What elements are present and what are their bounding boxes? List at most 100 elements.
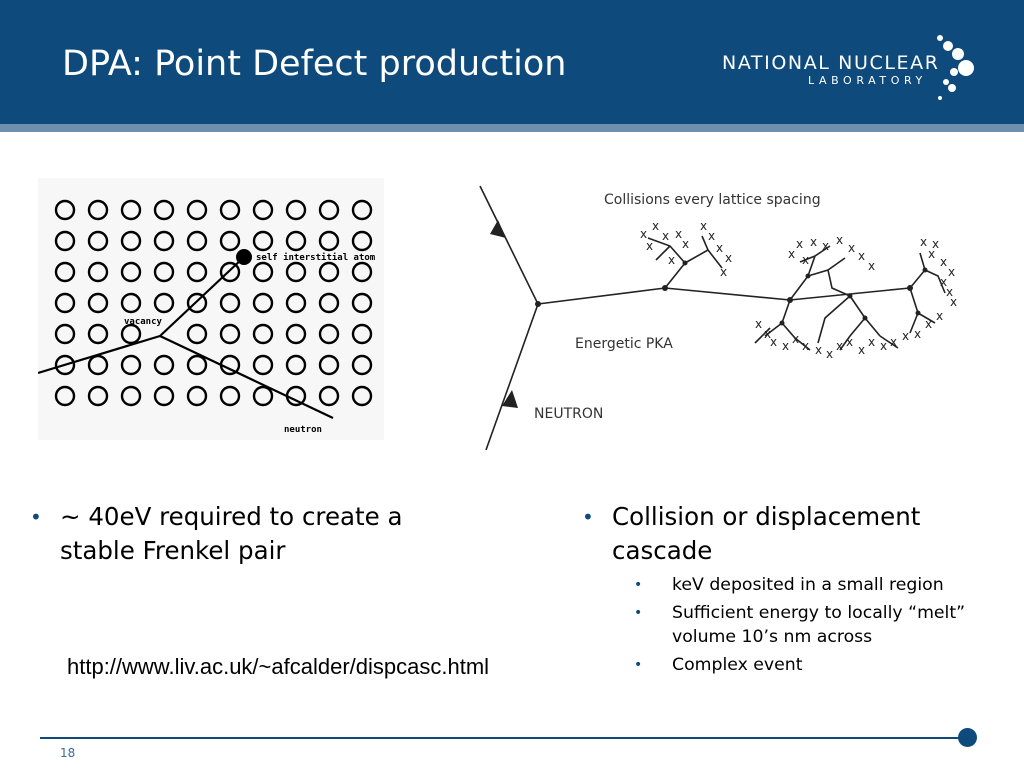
lattice-atom bbox=[219, 292, 241, 314]
lattice-atom bbox=[120, 323, 142, 345]
lattice-atom bbox=[318, 199, 340, 221]
displaced-atom-mark: x bbox=[720, 265, 727, 279]
displaced-atom-mark: x bbox=[940, 255, 947, 269]
lattice-atom bbox=[219, 261, 241, 283]
lattice-atom bbox=[252, 292, 274, 314]
lattice-atom bbox=[219, 199, 241, 221]
displaced-atom-mark: x bbox=[848, 241, 855, 255]
displaced-atom-mark: x bbox=[764, 327, 771, 341]
lattice-atom bbox=[252, 230, 274, 252]
displaced-atom-mark: x bbox=[652, 219, 659, 233]
lattice-atom bbox=[54, 323, 76, 345]
displaced-atom-mark: x bbox=[880, 339, 887, 353]
lattice-atom bbox=[186, 323, 208, 345]
bullet-item: ~ 40eV required to create a stable Frenk… bbox=[30, 500, 480, 568]
displaced-atom-mark: x bbox=[796, 237, 803, 251]
slide-title: DPA: Point Defect production bbox=[62, 44, 567, 84]
lattice-atom bbox=[120, 354, 142, 376]
lattice-atom bbox=[285, 199, 307, 221]
displaced-atom-mark: x bbox=[826, 347, 833, 361]
displaced-atom-mark: x bbox=[914, 327, 921, 341]
lattice-atom bbox=[120, 199, 142, 221]
lattice-atom bbox=[186, 199, 208, 221]
footer-dot bbox=[958, 728, 977, 747]
displaced-atom-mark: x bbox=[822, 239, 829, 253]
sub-bullet-item: keV deposited in a small region bbox=[582, 573, 1002, 597]
lattice-atom bbox=[252, 199, 274, 221]
neutron-path-out bbox=[159, 335, 334, 419]
lattice-atom bbox=[153, 261, 175, 283]
lattice-atom bbox=[252, 323, 274, 345]
lattice-atom bbox=[87, 354, 109, 376]
lattice-atom bbox=[87, 261, 109, 283]
lattice-atom bbox=[351, 354, 373, 376]
lattice-atom bbox=[351, 199, 373, 221]
neutron-track bbox=[479, 185, 539, 451]
lattice-atom bbox=[351, 230, 373, 252]
displaced-atom-mark: x bbox=[782, 339, 789, 353]
lattice-atom bbox=[153, 199, 175, 221]
displaced-atom-mark: x bbox=[755, 317, 762, 331]
lattice-atom bbox=[285, 230, 307, 252]
label-collisions: Collisions every lattice spacing bbox=[604, 192, 821, 208]
lattice-atom bbox=[252, 261, 274, 283]
displaced-atom-mark: x bbox=[946, 285, 953, 299]
lattice-atom bbox=[87, 292, 109, 314]
lattice-atom bbox=[219, 385, 241, 407]
lattice-atom bbox=[186, 385, 208, 407]
slide-header bbox=[0, 0, 1024, 124]
lattice-atom bbox=[54, 354, 76, 376]
sub-bullet-list: keV deposited in a small region Sufficie… bbox=[582, 573, 1002, 677]
lattice-atom bbox=[285, 261, 307, 283]
bullet-item: Collision or displacement cascade bbox=[582, 500, 1002, 568]
lattice-atom bbox=[318, 261, 340, 283]
lattice-defect-diagram: self interstitial atom vacancy neutron bbox=[37, 178, 384, 440]
branch-1 bbox=[647, 237, 687, 289]
displaced-atom-mark: x bbox=[770, 335, 777, 349]
label-neutron-left: neutron bbox=[284, 425, 322, 435]
displaced-atom-mark: x bbox=[868, 259, 875, 273]
displaced-atom-mark: x bbox=[716, 241, 723, 255]
lattice-atom bbox=[351, 261, 373, 283]
displaced-atom-mark: x bbox=[950, 295, 957, 309]
displaced-atom-mark: x bbox=[868, 335, 875, 349]
displaced-atom-mark: x bbox=[700, 219, 707, 233]
sub-bullet-item: Sufficient energy to locally “melt” volu… bbox=[582, 601, 1002, 649]
logo-text-line1: NATIONAL NUCLEAR bbox=[722, 52, 940, 74]
displaced-atom-mark: x bbox=[925, 317, 932, 331]
lattice-atom bbox=[318, 385, 340, 407]
left-text-column: ~ 40eV required to create a stable Frenk… bbox=[30, 500, 480, 568]
displaced-atom-mark: x bbox=[810, 235, 817, 249]
displaced-atom-mark: x bbox=[682, 237, 689, 251]
neutron-arrow-icon bbox=[490, 220, 506, 238]
logo-dots-icon bbox=[937, 35, 974, 100]
lattice-atom bbox=[87, 323, 109, 345]
lattice-atom bbox=[120, 292, 142, 314]
displaced-atom-mark: x bbox=[725, 251, 732, 265]
lattice-atoms bbox=[54, 199, 373, 407]
displaced-atom-mark: x bbox=[802, 339, 809, 353]
displaced-atom-mark: x bbox=[846, 335, 853, 349]
lattice-atom bbox=[54, 292, 76, 314]
displaced-atom-mark: x bbox=[902, 329, 909, 343]
displaced-atom-mark: x bbox=[668, 253, 675, 267]
lattice-atom bbox=[186, 354, 208, 376]
label-neutron-right: NEUTRON bbox=[534, 406, 603, 422]
lattice-atom bbox=[87, 385, 109, 407]
displaced-atom-mark: x bbox=[858, 249, 865, 263]
logo-text-line2: LABORATORY bbox=[808, 74, 927, 87]
right-text-column: Collision or displacement cascade keV de… bbox=[582, 500, 1002, 681]
lattice-atom bbox=[318, 292, 340, 314]
displaced-atom-mark: x bbox=[788, 247, 795, 261]
lattice-atom bbox=[252, 354, 274, 376]
displaced-atom-mark: x bbox=[675, 227, 682, 241]
lattice-atom bbox=[351, 385, 373, 407]
pka-path bbox=[159, 257, 244, 337]
sub-bullet-item: Complex event bbox=[582, 653, 1002, 677]
neutron-arrow-icon-2 bbox=[502, 390, 518, 408]
displaced-atom-mark: x bbox=[836, 233, 843, 247]
lattice-atom bbox=[318, 230, 340, 252]
reference-link[interactable]: http://www.liv.ac.uk/~afcalder/dispcasc.… bbox=[67, 654, 490, 679]
displaced-atom-mark: x bbox=[936, 309, 943, 323]
